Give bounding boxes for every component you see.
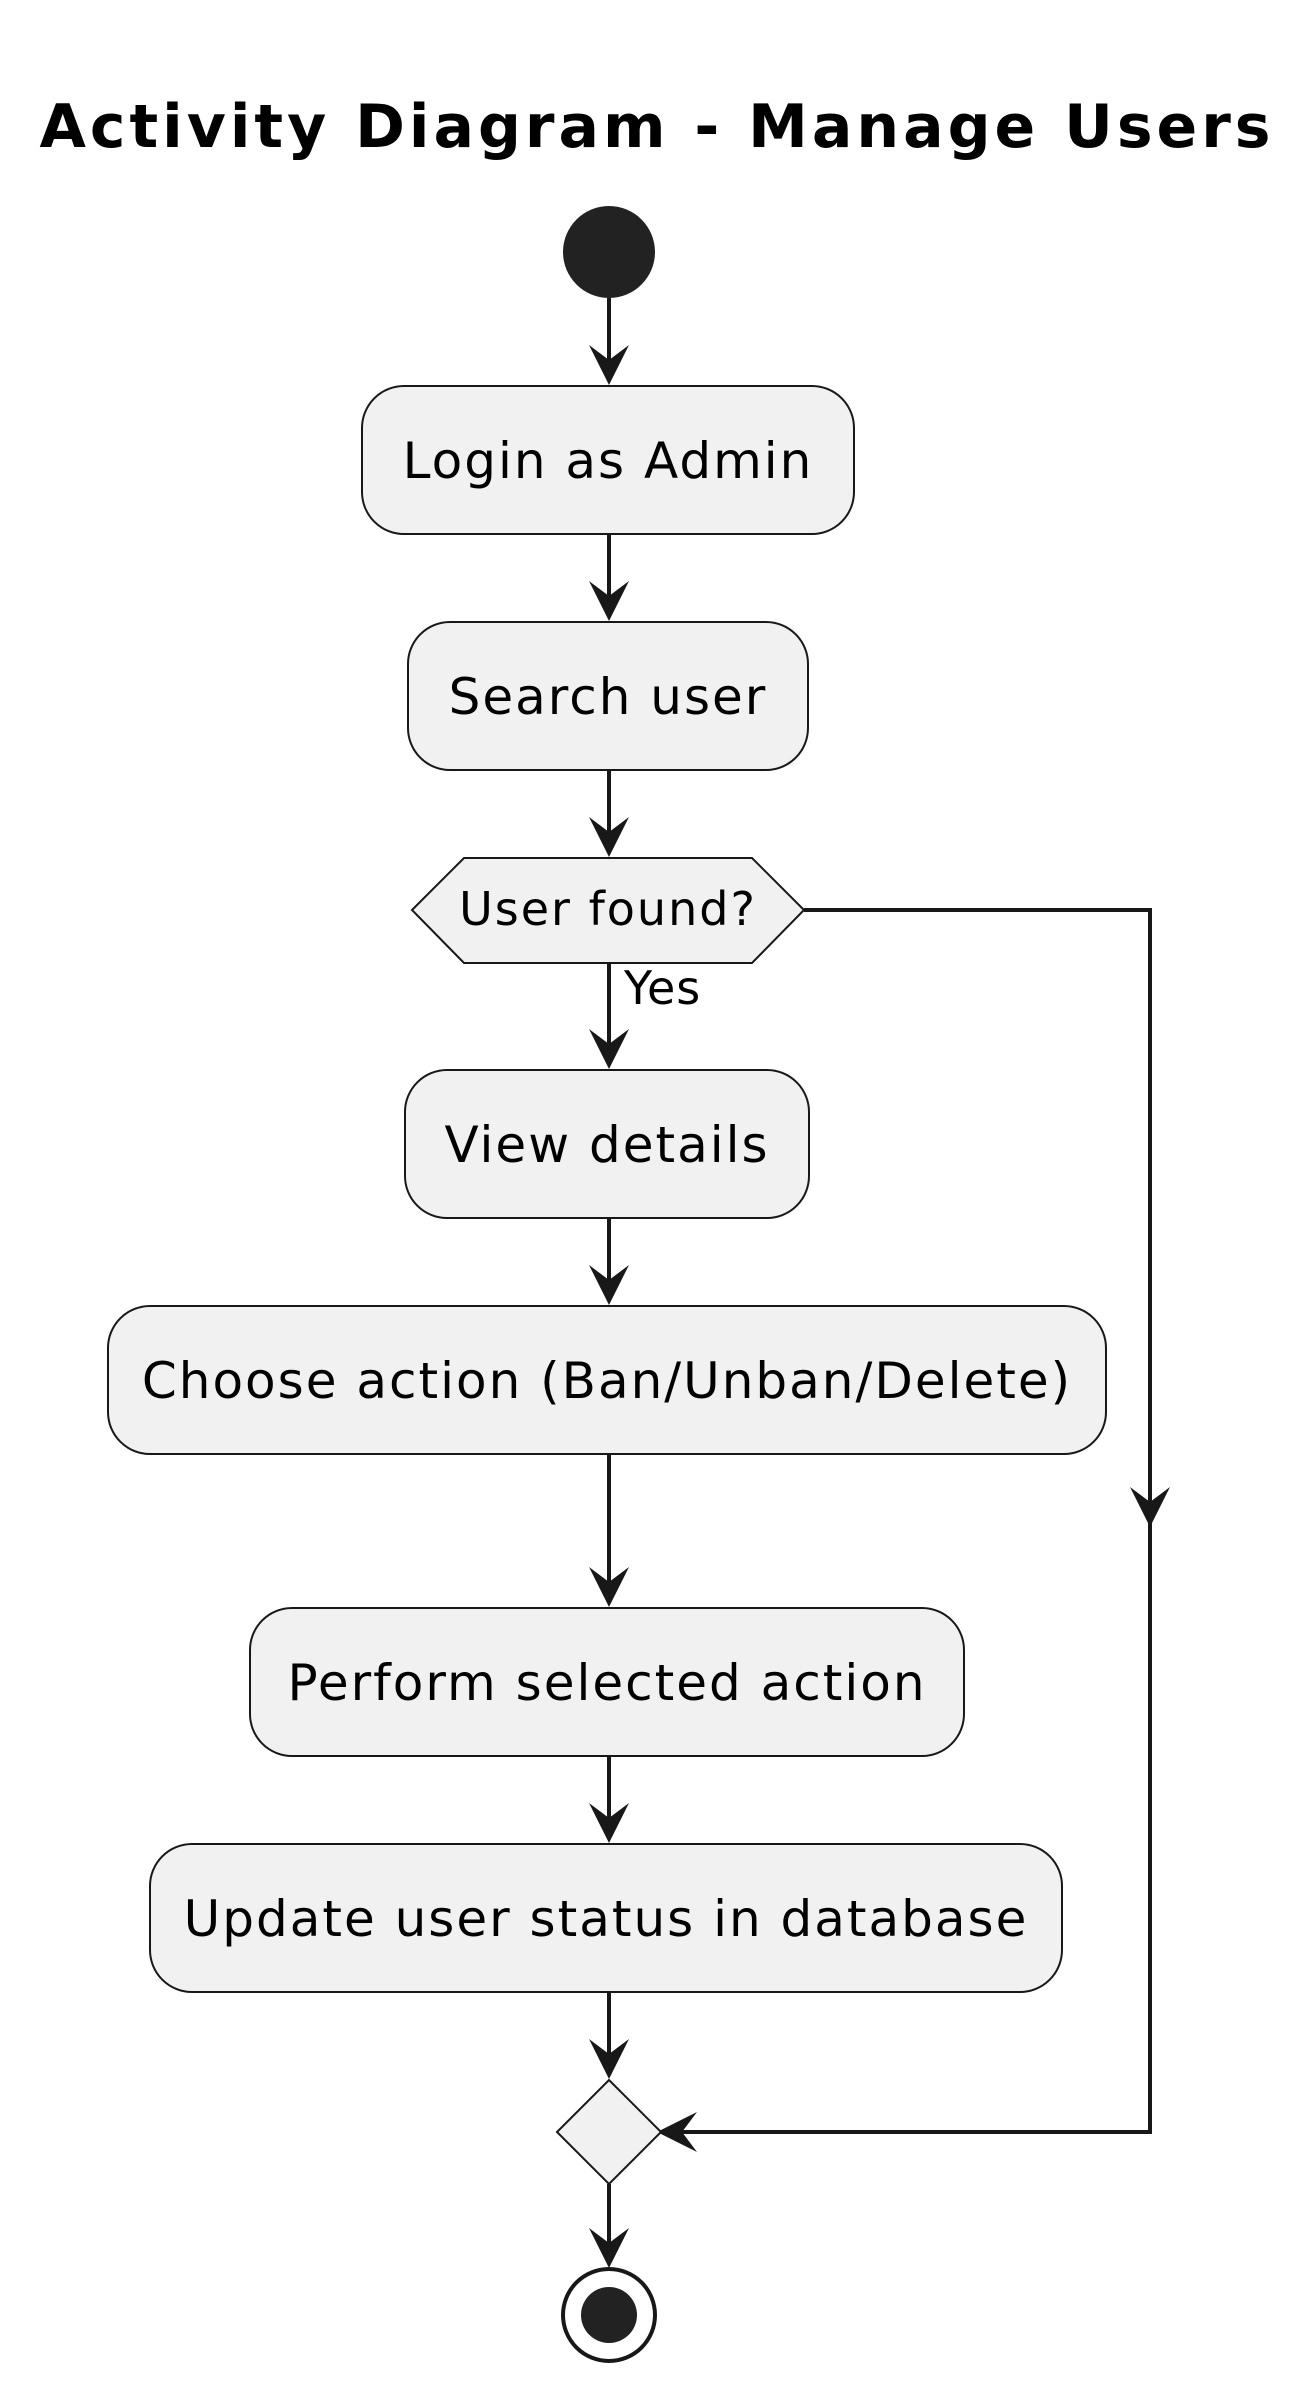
edge-decision-no xyxy=(657,908,1170,2152)
merge-node xyxy=(555,2078,663,2186)
edge-start-to-login xyxy=(589,298,629,385)
end-node xyxy=(561,2267,657,2363)
edge-search-to-decision xyxy=(589,770,629,857)
edge-view-to-choose xyxy=(589,1218,629,1305)
action-login: Login as Admin xyxy=(361,385,855,535)
action-update-status-label: Update user status in database xyxy=(184,1890,1029,1948)
action-search-user-label: Search user xyxy=(449,668,768,726)
action-view-details-label: View details xyxy=(444,1116,769,1174)
action-perform-selected-label: Perform selected action xyxy=(287,1654,926,1712)
edge-decision-yes: Yes xyxy=(589,961,701,1069)
decision-user-found-label: User found? xyxy=(459,882,757,936)
action-choose-action-label: Choose action (Ban/Unban/Delete) xyxy=(142,1352,1072,1410)
edge-perform-to-update xyxy=(589,1756,629,1843)
decision-user-found: User found? xyxy=(410,857,806,964)
edge-choose-to-perform xyxy=(589,1454,629,1607)
action-login-label: Login as Admin xyxy=(403,432,814,490)
diagram-title: Activity Diagram - Manage Users xyxy=(39,92,1274,162)
action-update-status: Update user status in database xyxy=(149,1843,1063,1993)
action-search-user: Search user xyxy=(407,621,809,771)
edge-login-to-search xyxy=(589,534,629,621)
action-view-details: View details xyxy=(404,1069,810,1219)
start-node xyxy=(563,206,655,298)
action-choose-action: Choose action (Ban/Unban/Delete) xyxy=(107,1305,1107,1455)
action-perform-selected: Perform selected action xyxy=(249,1607,965,1757)
edge-update-to-merge xyxy=(589,1992,629,2079)
edge-label-yes: Yes xyxy=(623,961,701,1015)
edge-merge-to-end xyxy=(589,2184,629,2268)
